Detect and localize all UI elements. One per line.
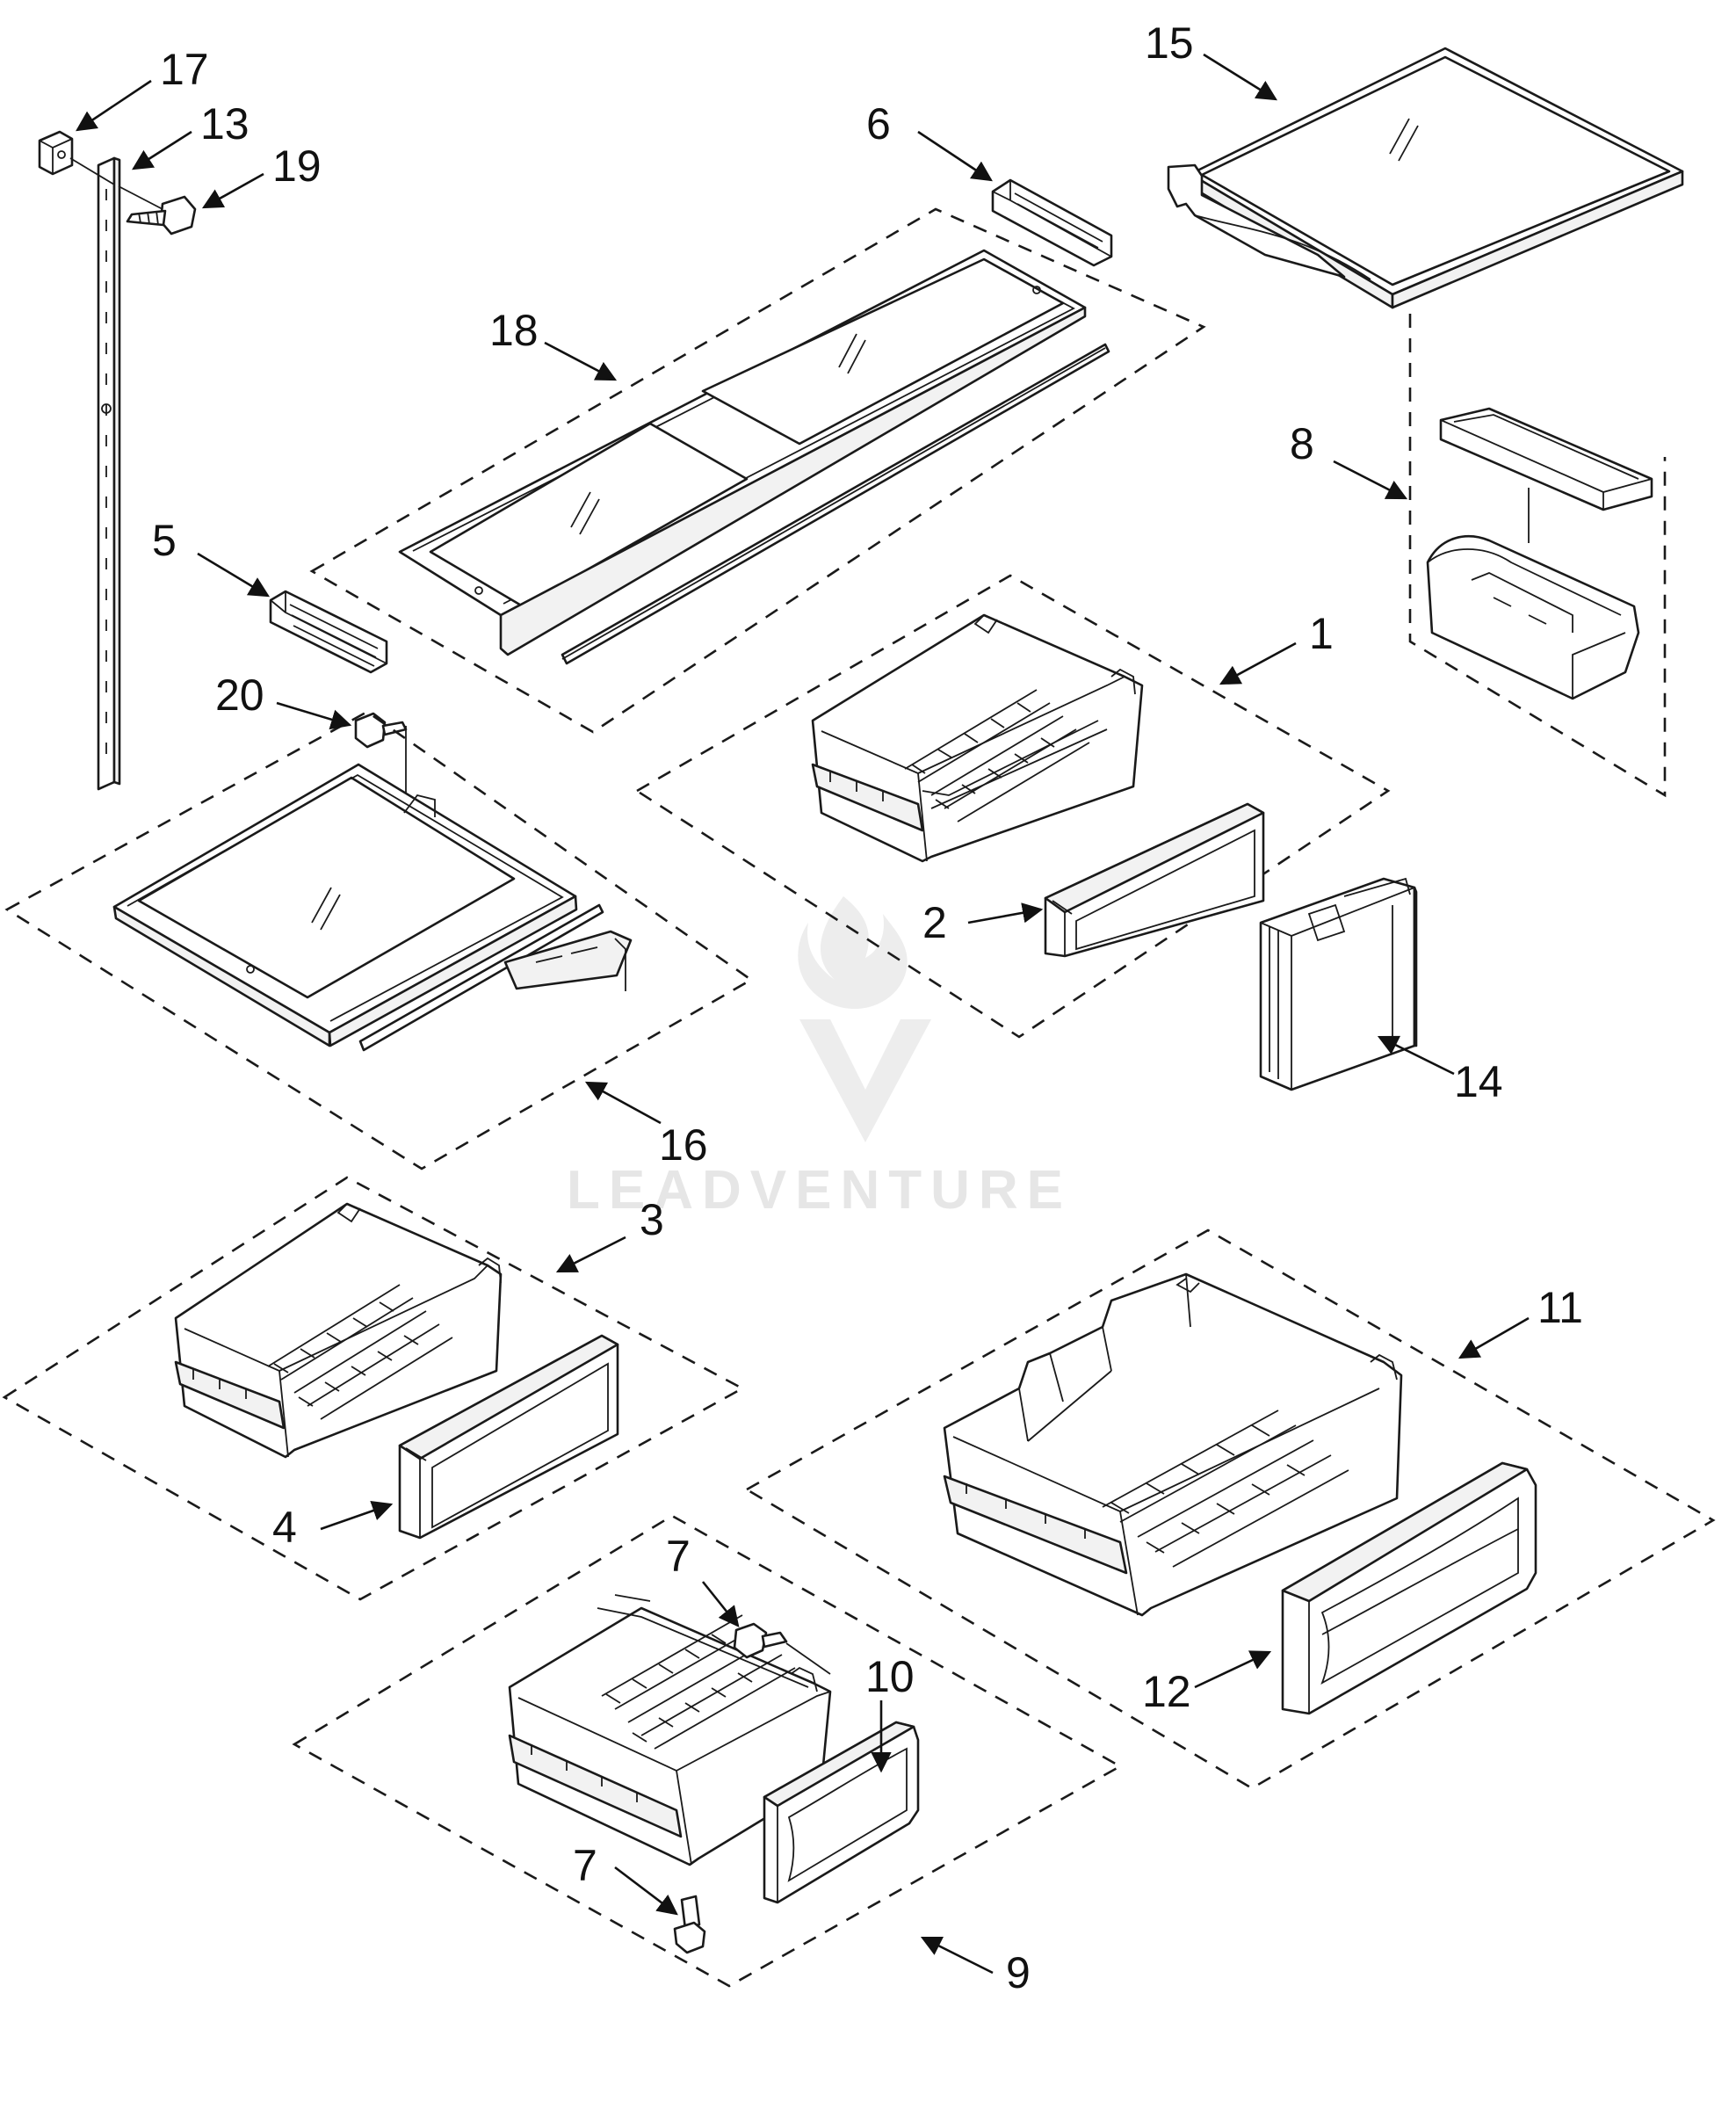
callout-20: 20	[215, 670, 264, 720]
part-7-screw-upper	[733, 1622, 788, 1659]
callout-13: 13	[200, 99, 250, 149]
callout-4: 4	[272, 1503, 297, 1552]
leader-12	[1194, 1650, 1272, 1689]
part-3-crisper-drawer	[174, 1202, 503, 1459]
callout-11: 11	[1537, 1283, 1583, 1332]
leader-6	[917, 130, 993, 182]
group-outline-16	[4, 710, 754, 1170]
leader-19	[201, 172, 264, 209]
callout-1: 1	[1309, 609, 1334, 658]
callout-19: 19	[272, 141, 322, 191]
leader-11	[1458, 1316, 1530, 1359]
callout-18: 18	[489, 306, 539, 355]
callout-7-upper: 7	[666, 1532, 691, 1581]
callout-5: 5	[152, 516, 177, 565]
leader-1	[1219, 641, 1297, 685]
part-1-crisper-drawer	[811, 613, 1144, 863]
part-8-dairy-bin	[1426, 407, 1653, 700]
leader-16	[584, 1081, 662, 1125]
leader-3	[555, 1236, 626, 1273]
part-16-glass-shelf	[112, 763, 633, 1052]
assembly-line-17	[69, 157, 115, 185]
part-7-screw-lower	[673, 1895, 706, 1954]
group-outline-11	[744, 1228, 1716, 1790]
leader-7-upper	[701, 1581, 740, 1627]
callout-7-lower: 7	[573, 1841, 597, 1890]
part-5-trim-bracket	[269, 590, 388, 674]
part-13-shelf-standard	[97, 156, 121, 791]
leader-15	[1203, 53, 1277, 101]
group-outline-8	[1408, 314, 1667, 798]
watermark-logo	[798, 896, 931, 1142]
leader-4	[320, 1500, 394, 1531]
leader-14	[1377, 1035, 1455, 1076]
callout-12: 12	[1142, 1667, 1191, 1716]
watermark-text: LEADVENTURE	[567, 1160, 1072, 1221]
part-20-screw	[354, 712, 408, 749]
leader-17	[76, 79, 152, 132]
part-12-large-drawer-front	[1281, 1461, 1537, 1715]
leader-13	[132, 130, 192, 170]
part-9-small-drawer	[508, 1594, 832, 1866]
leader-8	[1333, 460, 1408, 500]
callout-2: 2	[922, 898, 947, 947]
callout-17: 17	[160, 45, 209, 94]
callout-6: 6	[866, 99, 891, 149]
leader-20	[276, 701, 352, 730]
assembly-line-7-upper	[785, 1642, 831, 1675]
callout-8: 8	[1290, 419, 1314, 468]
part-14-drawer-module	[1259, 877, 1418, 1091]
leader-18	[544, 341, 618, 381]
leader-arrows	[76, 53, 1530, 1975]
leader-5	[197, 552, 271, 598]
leader-2	[967, 902, 1044, 924]
part-4-crisper-drawer-front	[398, 1334, 619, 1540]
leader-7-lower	[614, 1866, 678, 1916]
part-11-large-drawer	[943, 1272, 1403, 1617]
part-2-crisper-drawer-front	[1044, 802, 1265, 958]
part-18-glass-shelf	[398, 249, 1110, 665]
group-outline-1	[634, 574, 1391, 1039]
callout-16: 16	[659, 1120, 708, 1170]
callout-15: 15	[1145, 18, 1194, 68]
part-6-trim-bracket	[991, 178, 1113, 267]
callout-9: 9	[1006, 1948, 1031, 1997]
part-17-end-cap	[38, 130, 74, 176]
callout-14: 14	[1454, 1057, 1503, 1106]
group-outline-3	[2, 1176, 745, 1601]
callout-10: 10	[865, 1652, 915, 1701]
part-19-screw	[126, 195, 197, 236]
callout-3: 3	[640, 1195, 664, 1244]
part-15-slide-out-shelf	[1167, 47, 1684, 309]
assembly-line-19	[118, 185, 163, 210]
leader-9	[920, 1936, 994, 1975]
group-outline-18	[309, 207, 1206, 734]
